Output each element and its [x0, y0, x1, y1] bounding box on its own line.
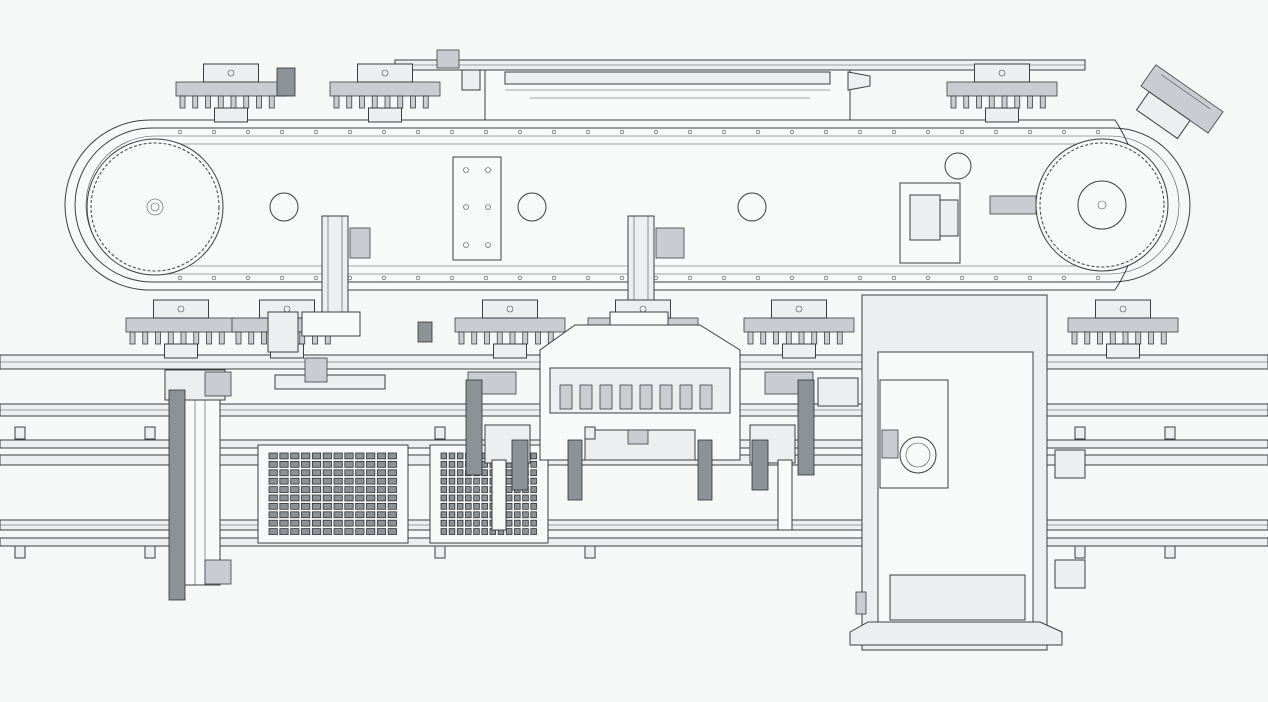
trays — [257, 444, 549, 544]
top-gripper-1 — [175, 63, 287, 123]
top-gripper-2 — [329, 63, 441, 123]
mount-plate — [452, 156, 502, 261]
sensor-bracket — [899, 182, 1037, 264]
top-grippers — [175, 63, 1058, 123]
rail-bolts — [14, 426, 1176, 559]
right-sprocket — [1035, 138, 1169, 272]
vertical-actuator-right — [627, 215, 685, 313]
tray-left — [257, 444, 409, 544]
slider-mechanism — [267, 311, 433, 390]
bottom-gripper-7 — [1067, 299, 1179, 359]
bottom-gripper-5 — [743, 299, 855, 359]
top-rail — [394, 49, 1086, 123]
left-gripper-chain — [465, 371, 531, 531]
bottom-gripper-1 — [125, 299, 237, 359]
center-station — [539, 324, 741, 501]
plate-holes — [269, 152, 972, 222]
bottom-gripper-3 — [454, 299, 566, 359]
tilted-gripper — [1135, 64, 1224, 140]
right-gripper-chain — [749, 371, 859, 531]
left-cable-chain — [164, 369, 232, 601]
actuator-plate-left — [301, 311, 361, 337]
vertical-actuator-left — [321, 215, 371, 313]
top-gripper-3 — [946, 63, 1058, 123]
right-cabinet — [849, 294, 1086, 651]
left-sprocket — [86, 138, 224, 276]
